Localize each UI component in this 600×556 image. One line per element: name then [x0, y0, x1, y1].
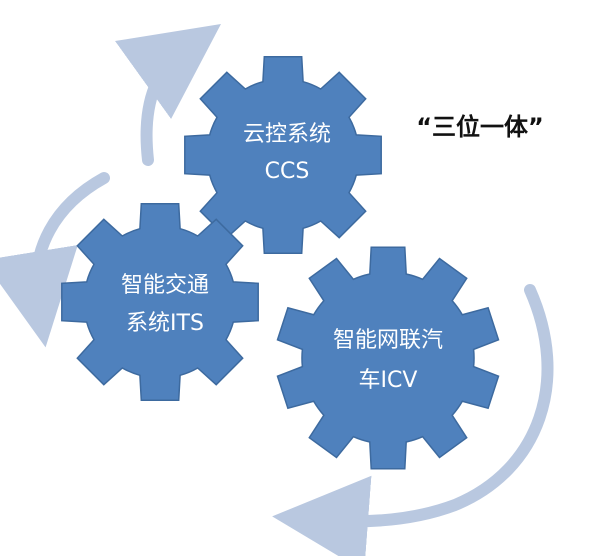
- diagram-title: “三位一体”: [416, 113, 544, 141]
- gear-its-shape: [61, 203, 259, 401]
- gear-ccs-label-line1: 云控系统: [243, 122, 331, 147]
- gear-ccs-shape: [184, 56, 382, 254]
- gear-icv-label-line1: 智能网联汽: [333, 328, 443, 353]
- gear-ccs-label-line2: CCS: [265, 159, 310, 184]
- gear-its: 智能交通 系统ITS: [61, 203, 259, 401]
- gear-its-label-line2: 系统ITS: [126, 311, 204, 336]
- gear-icv-shape: [276, 246, 500, 470]
- gear-icv: 智能网联汽 车ICV: [276, 246, 500, 470]
- gear-its-label-line1: 智能交通: [121, 273, 209, 298]
- cycle-arrow-left: [0, 172, 110, 348]
- gear-icv-label-line2: 车ICV: [359, 368, 418, 393]
- gear-ccs: 云控系统 CCS: [184, 56, 382, 254]
- cycle-arrow-top: [115, 23, 221, 166]
- cycle-arrow-bottom-right: [272, 284, 554, 556]
